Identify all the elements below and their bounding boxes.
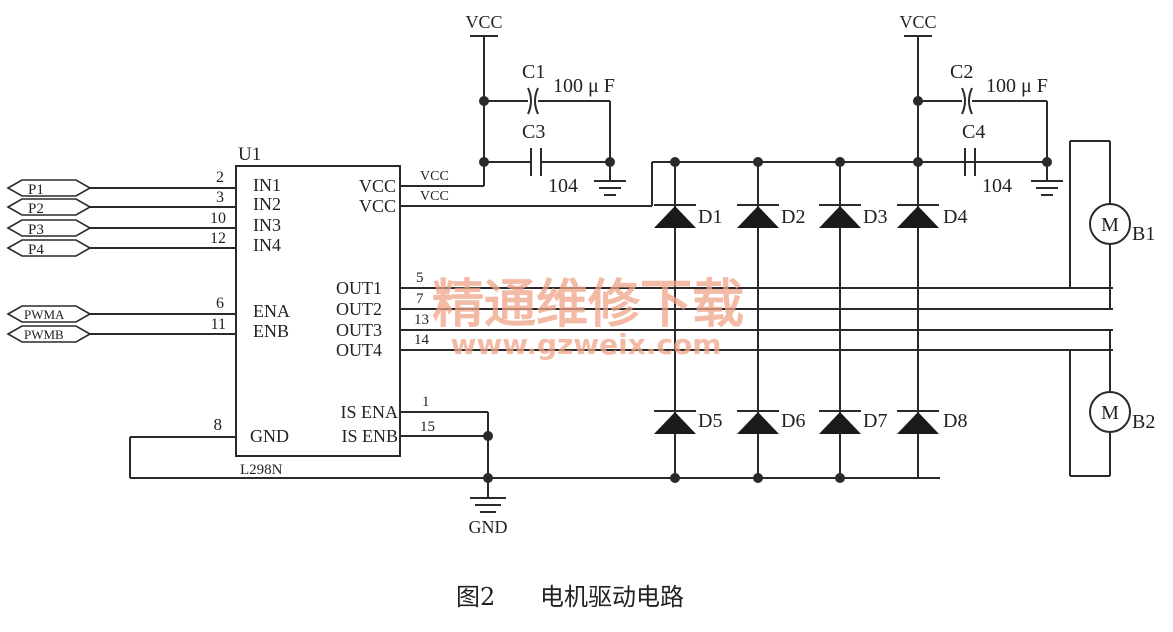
pin-number: 15 bbox=[420, 419, 435, 435]
motor-b1-symbol bbox=[1089, 203, 1131, 245]
chip-ref: U1 bbox=[238, 144, 261, 165]
net-label-vcc: VCC bbox=[420, 169, 449, 184]
pin-number: 11 bbox=[211, 316, 226, 333]
chip-body bbox=[235, 165, 401, 457]
input-label-pwma: PWMA bbox=[24, 307, 65, 322]
input-label-pwmb: PWMB bbox=[24, 327, 64, 342]
junction-dots bbox=[479, 96, 1052, 483]
pin-number: 12 bbox=[210, 230, 226, 247]
pin-name-out4: OUT4 bbox=[336, 340, 382, 360]
pin-number: 3 bbox=[216, 189, 224, 206]
cap-ref-c3: C3 bbox=[522, 121, 545, 143]
cap-ref-c1: C1 bbox=[522, 61, 545, 83]
figure-title: 电机驱动电路 bbox=[540, 583, 684, 611]
pin-name-in1: IN1 bbox=[253, 175, 281, 195]
figure-number: 图2 bbox=[456, 583, 495, 611]
pin-name-in3: IN3 bbox=[253, 215, 281, 235]
pin-number: 6 bbox=[216, 295, 224, 312]
cap-value-c1: 100 μ F bbox=[553, 75, 615, 97]
diode-symbols bbox=[654, 204, 939, 434]
pin-number: 10 bbox=[210, 210, 226, 227]
watermark-url: www.gzweix.com bbox=[451, 328, 722, 361]
pin-number: 8 bbox=[214, 415, 223, 434]
cap-value-c3: 104 bbox=[548, 175, 578, 197]
motor-ref-b2: B2 bbox=[1132, 411, 1155, 433]
diode-label-d6: D6 bbox=[781, 410, 805, 432]
pin-name-out2: OUT2 bbox=[336, 299, 382, 319]
pin-number: 2 bbox=[216, 169, 224, 186]
motor-b2-symbol bbox=[1089, 391, 1131, 433]
input-label-p3: P3 bbox=[28, 222, 44, 238]
gnd-label: GND bbox=[469, 517, 508, 537]
wiring bbox=[90, 36, 1113, 498]
motor-symbol-b2: M bbox=[1101, 402, 1119, 424]
cap-value-c4: 104 bbox=[982, 175, 1012, 197]
cap-value-c2: 100 μ F bbox=[986, 75, 1048, 97]
cap-ref-c4: C4 bbox=[962, 121, 985, 143]
diode-label-d1: D1 bbox=[698, 206, 722, 228]
pin-number: 5 bbox=[416, 270, 424, 286]
pin-name-in4: IN4 bbox=[253, 235, 281, 255]
pin-number: 13 bbox=[414, 312, 429, 328]
input-label-p1: P1 bbox=[28, 182, 44, 198]
pin-name-vcc: VCC bbox=[359, 196, 396, 216]
diode-label-d2: D2 bbox=[781, 206, 805, 228]
chip-part: L298N bbox=[240, 462, 283, 478]
pin-name-out1: OUT1 bbox=[336, 278, 382, 298]
pin-name-is-enb: IS ENB bbox=[341, 426, 398, 446]
capacitor-plates bbox=[527, 87, 976, 176]
input-label-p2: P2 bbox=[28, 201, 44, 217]
pin-number: 1 bbox=[422, 394, 430, 410]
cap-ref-c2: C2 bbox=[950, 61, 973, 83]
vcc-label: VCC bbox=[465, 12, 502, 32]
pin-number: 14 bbox=[414, 332, 430, 348]
pin-number: 7 bbox=[416, 291, 424, 307]
pin-name-ena: ENA bbox=[253, 301, 290, 321]
motor-symbol-b1: M bbox=[1101, 214, 1119, 236]
input-label-p4: P4 bbox=[28, 242, 44, 258]
motor-ref-b1: B1 bbox=[1132, 223, 1155, 245]
vcc-label: VCC bbox=[899, 12, 936, 32]
pin-name-vcc: VCC bbox=[359, 176, 396, 196]
pin-name-in2: IN2 bbox=[253, 194, 281, 214]
diode-label-d5: D5 bbox=[698, 410, 722, 432]
diode-label-d8: D8 bbox=[943, 410, 967, 432]
watermark-text: 精通维修下载 bbox=[432, 275, 744, 335]
input-connectors bbox=[6, 179, 92, 343]
pin-name-out3: OUT3 bbox=[336, 320, 382, 340]
pin-name-enb: ENB bbox=[253, 321, 289, 341]
net-label-vcc: VCC bbox=[420, 189, 449, 204]
pin-name-is-ena: IS ENA bbox=[341, 402, 399, 422]
diode-label-d3: D3 bbox=[863, 206, 887, 228]
ground-symbols bbox=[470, 180, 1063, 513]
diode-label-d4: D4 bbox=[943, 206, 967, 228]
diode-label-d7: D7 bbox=[863, 410, 887, 432]
pin-name-gnd: GND bbox=[250, 426, 289, 446]
